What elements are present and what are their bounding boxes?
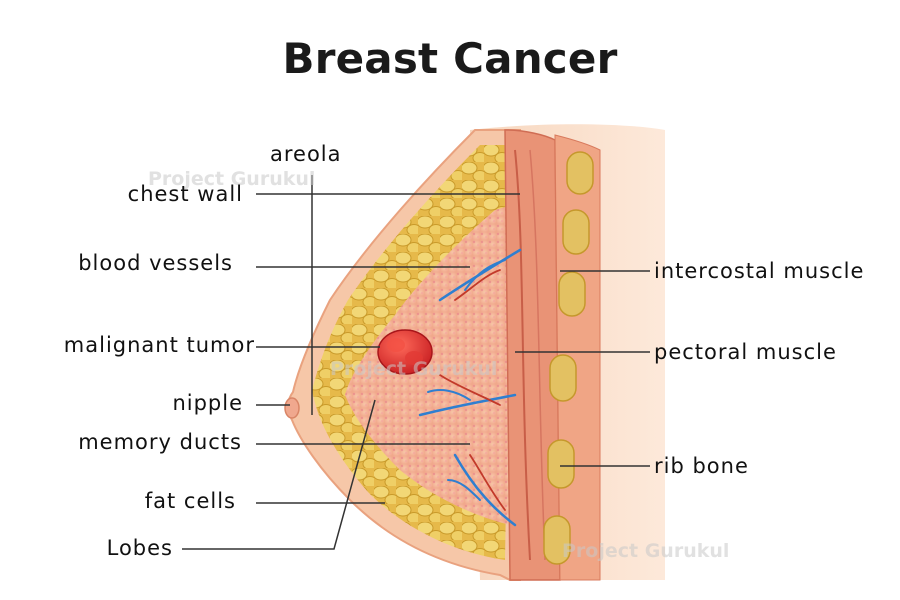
label-malignant-tumor: malignant tumor [63,333,255,357]
label-pectoral-muscle: pectoral muscle [654,340,837,364]
watermark-top: Project Gurukul [148,168,316,190]
ribs [543,151,594,565]
leader-lines [182,175,650,550]
label-rib-bone: rib bone [654,454,749,478]
watermark-middle: Project Gurukul [330,358,498,380]
label-nipple: nipple [172,391,243,415]
label-memory-ducts: memory ducts [78,430,242,454]
pectoral-muscle-band [504,129,561,581]
label-fat-cells: fat cells [144,489,236,513]
leader-lobes [182,399,376,550]
tumor-shape [377,329,433,375]
blood-vessels-shape [418,248,522,527]
nipple-shape [284,397,300,419]
label-areola: areola [270,142,342,166]
watermark-bottom: Project Gurukul [562,540,730,562]
label-lobes: Lobes [106,536,173,560]
label-intercostal-muscle: intercostal muscle [654,259,865,283]
label-blood-vessels: blood vessels [78,251,233,275]
label-chest-wall: chest wall [127,182,243,206]
glandular-tissue [345,205,512,525]
page-title: Breast Cancer [282,34,618,83]
